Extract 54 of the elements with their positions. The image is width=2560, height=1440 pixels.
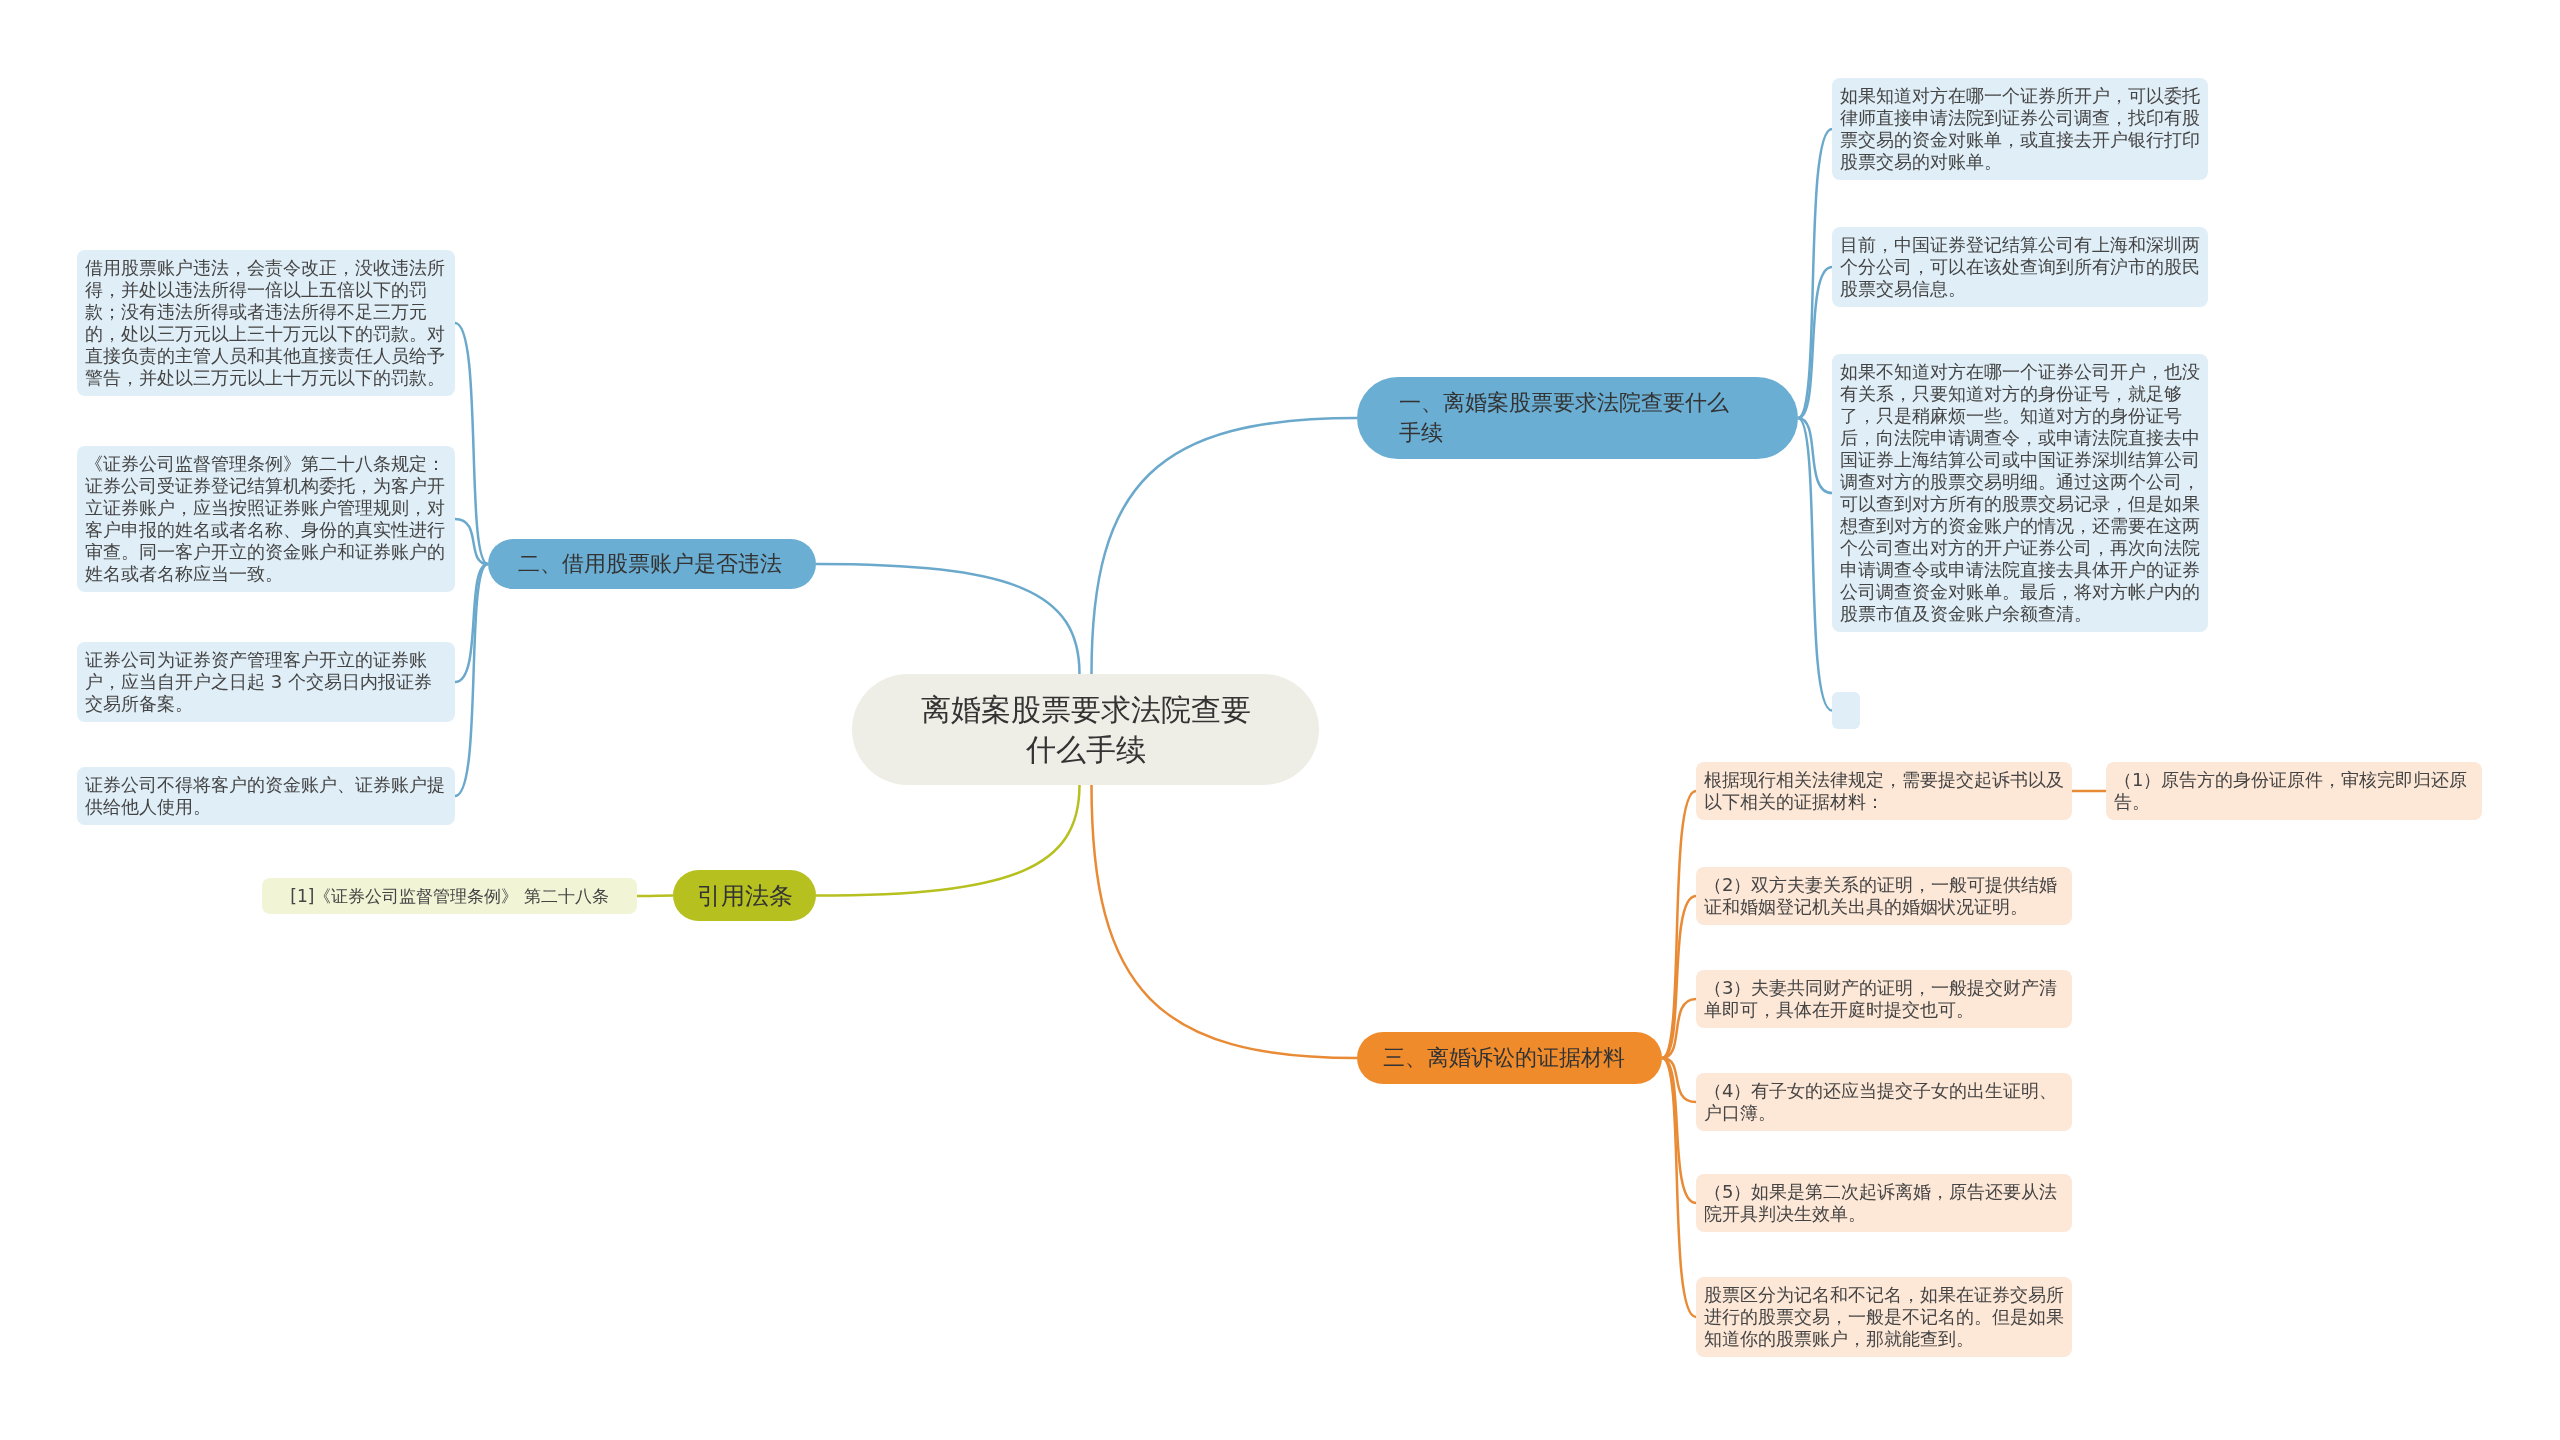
- connector-line: [637, 894, 673, 898]
- connector-line: [816, 784, 1081, 897]
- note-text: （1）原告方的身份证原件，审核完即归还原告。: [2114, 769, 2469, 813]
- note-text: （2）双方夫妻关系的证明，一般可提供结婚证和婚姻登记机关出具的婚姻状况证明。: [1704, 874, 2059, 918]
- note-card: [1696, 970, 2072, 1028]
- note-card: [1696, 762, 2072, 820]
- connector-line: [454, 322, 489, 565]
- branch-topic: [1357, 1032, 1662, 1084]
- note-card: [1696, 1073, 2072, 1131]
- branch-topic: [488, 539, 816, 589]
- connector-line: [1661, 997, 1697, 1060]
- connector-line: [454, 517, 489, 566]
- note-text: 目前，中国证券登记结算公司有上海和深圳两个分公司，可以在该处查询到所有沪市的股民股票交易信息。: [1840, 234, 2200, 300]
- connector-line: [816, 562, 1081, 675]
- note-text: 借用股票账户违法，会责令改正，没收违法所得，并处以违法所得一倍以上五倍以下的罚款；没有违法所得或者违法所得不足三万元的，处以三万元以上三十万元以下的罚款。对直接负责的主管人员和其他直接责任人员给予警告，并处以三万元以上十万元以下的罚款。: [85, 257, 446, 389]
- connector-line: [454, 562, 489, 684]
- note-text: 如果不知道对方在哪一个证券公司开户，也没有关系，只要知道对方的身份证号，就足够了，只是稍麻烦一些。知道对方的身份证号后，向法院申请调查令，或申请法院直接去中国证券上海结算公司或中国证券深圳结算公司调查对方的股票交易明细。通过这两个公司，可以查到对方所有的股票交易记录，但是如果想查到对方的资金账户的情况，还需要在这两个公司查出对方的开户证券公司，再次向法院申请调查令或申请法院直接去具体开户的证券公司调查资金对账单。最后，将对方帐户内的股票市值及资金账户余额查清。: [1840, 361, 2200, 625]
- connector-line: [1661, 790, 1697, 1059]
- connector-line: [1661, 894, 1697, 1060]
- connector-line: [2072, 789, 2106, 793]
- note-card: [1696, 867, 2072, 925]
- note-text: 证券公司为证券资产管理客户开立的证券账户，应当自开户之日起 3 个交易日内报证券交易所备案。: [85, 649, 433, 715]
- note-text: （5）如果是第二次起诉离婚，原告还要从法院开具判决生效单。: [1704, 1181, 2059, 1225]
- note-text: （4）有子女的还应当提交子女的出生证明、户口簿。: [1704, 1080, 2059, 1124]
- connector-line: [1661, 1057, 1697, 1318]
- connector-line: [1797, 417, 1833, 712]
- note-card: [1832, 78, 2208, 180]
- note-text: [1]《证券公司监督管理条例》 第二十八条: [290, 885, 609, 907]
- note-card: [1832, 227, 2208, 307]
- note-card: [1696, 1277, 2072, 1357]
- note-text: 如果知道对方在哪一个证券所开户，可以委托律师直接申请法院到证券公司调查，找印有股票交易的资金对账单，或直接去开户银行打印股票交易的对账单。: [1840, 85, 2200, 173]
- topic-text: 引用法条: [696, 880, 793, 911]
- note-card: [2106, 762, 2482, 820]
- note-card: [262, 878, 637, 914]
- connector-line: [454, 563, 489, 797]
- branch-topic: [673, 870, 816, 921]
- note-text: 证券公司不得将客户的资金账户、证券账户提供给他人使用。: [85, 774, 446, 818]
- note-text: 《证券公司监督管理条例》第二十八条规定：证券公司受证券登记结算机构委托，为客户开立证券账户，应当按照证券账户管理规则，对客户申报的姓名或者名称、身份的真实性进行审查。同一客户开立的资金账户和证券账户的姓名或者名称应当一致。: [85, 453, 446, 585]
- note-text: （3）夫妻共同财产的证明，一般提交财产清单即可，具体在开庭时提交也可。: [1704, 977, 2059, 1021]
- note-card: [77, 767, 455, 825]
- note-card: [1696, 1174, 2072, 1232]
- topic-text: 三、离婚诉讼的证据材料: [1383, 1044, 1625, 1072]
- topic-text: 二、借用股票账户是否违法: [518, 550, 782, 578]
- topic-text: 离婚案股票要求法院查要什么手续: [919, 690, 1252, 769]
- connector-line: [1797, 128, 1833, 419]
- connector-line: [1661, 1056, 1697, 1205]
- note-card: [77, 642, 455, 722]
- connector-line: [1090, 784, 1358, 1060]
- empty-topic: [1832, 692, 1860, 729]
- note-text: 根据现行相关法律规定，需要提交起诉书以及以下相关的证据材料：: [1704, 769, 2064, 813]
- topic-text: 一、离婚案股票要求法院查要什么手续: [1399, 389, 1730, 447]
- connector-line: [1090, 416, 1358, 675]
- connector-line: [1797, 265, 1833, 420]
- note-text: 股票区分为记名和不记名，如果在证券交易所进行的股票交易，一般是不记名的。但是如果知道你的股票账户，那就能查到。: [1704, 1284, 2064, 1350]
